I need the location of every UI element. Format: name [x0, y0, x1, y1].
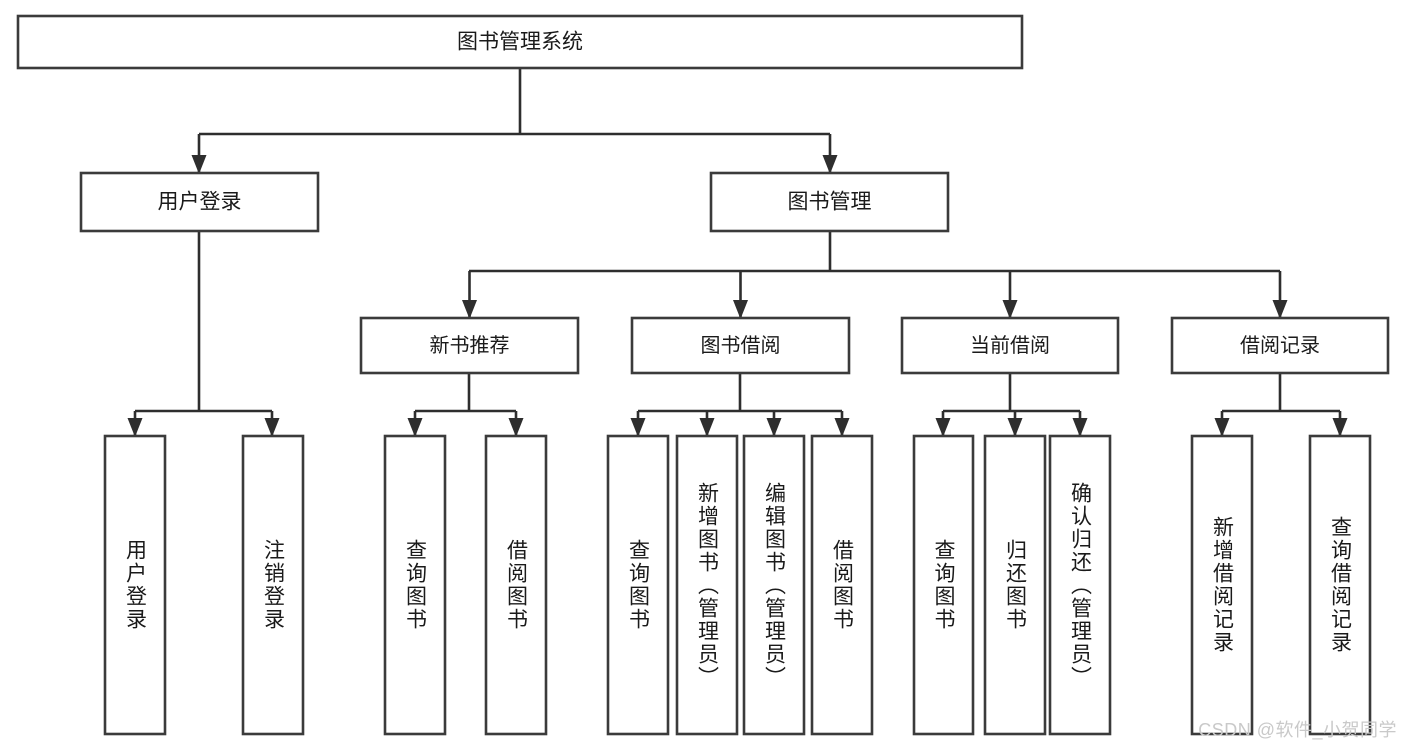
- node-box-leaf-confirm-return-admin: [1048, 434, 1112, 736]
- node-root[interactable]: 图书管理系统: [16, 14, 1024, 70]
- node-user-login[interactable]: 用户登录: [79, 171, 320, 233]
- connector-arrowhead: [1272, 300, 1288, 319]
- node-label-wrap-leaf-query-book-3: 查询图书: [932, 539, 955, 631]
- node-box-leaf-borrow-book-1: [484, 434, 548, 736]
- node-label-wrap-leaf-add-borrow-record: 新增借阅记录: [1210, 516, 1234, 654]
- node-label-wrap-leaf-query-book-1: 查询图书: [403, 539, 427, 631]
- node-current-borrow[interactable]: 当前借阅: [900, 316, 1120, 375]
- node-leaf-borrow-book-1[interactable]: 借阅图书: [484, 434, 548, 736]
- node-leaf-query-borrow-record[interactable]: 查询借阅记录: [1308, 434, 1372, 736]
- connector-arrowhead: [630, 418, 646, 437]
- node-label-leaf-return-book: 归还图书: [1003, 539, 1027, 631]
- node-book-manage[interactable]: 图书管理: [709, 171, 950, 233]
- node-label-wrap-leaf-confirm-return-admin: 确认归还（管理员）: [1068, 481, 1092, 689]
- node-label-leaf-borrow-book-2: 借阅图书: [830, 539, 854, 631]
- node-label-root: 图书管理系统: [457, 31, 583, 54]
- node-borrow-record[interactable]: 借阅记录: [1170, 316, 1390, 375]
- node-label-leaf-confirm-return-admin: 确认归还（管理员）: [1068, 481, 1092, 689]
- watermark-text: CSDN @软件_小贺同学: [1198, 720, 1397, 740]
- connector-arrowhead: [191, 155, 207, 174]
- node-leaf-confirm-return-admin[interactable]: 确认归还（管理员）: [1048, 434, 1112, 736]
- connector-arrowhead: [1002, 300, 1018, 319]
- node-box-user-login: [79, 171, 320, 233]
- node-leaf-return-book[interactable]: 归还图书: [983, 434, 1047, 736]
- node-box-new-book-recommend: [359, 316, 580, 375]
- node-box-root: [16, 14, 1024, 70]
- connector-arrowhead: [1214, 418, 1230, 437]
- node-label-wrap-leaf-query-book-2: 查询图书: [626, 539, 650, 631]
- connector-arrowhead: [1072, 418, 1088, 437]
- node-label-book-borrow: 图书借阅: [701, 334, 781, 357]
- connector-arrowhead: [264, 418, 280, 437]
- node-label-leaf-query-book-2: 查询图书: [626, 539, 650, 631]
- connector-arrowhead: [462, 300, 477, 319]
- node-box-borrow-record: [1170, 316, 1390, 375]
- node-label-user-login: 用户登录: [158, 191, 242, 214]
- node-book-borrow[interactable]: 图书借阅: [630, 316, 851, 375]
- node-box-leaf-query-book-1: [383, 434, 447, 736]
- node-label-wrap-leaf-borrow-book-2: 借阅图书: [830, 539, 854, 631]
- node-box-leaf-return-book: [983, 434, 1047, 736]
- node-label-leaf-query-book-1: 查询图书: [403, 539, 427, 631]
- node-leaf-borrow-book-2[interactable]: 借阅图书: [810, 434, 874, 736]
- connector-arrowhead: [407, 418, 423, 437]
- node-label-leaf-borrow-book-1: 借阅图书: [504, 539, 528, 631]
- node-box-leaf-borrow-book-2: [810, 434, 874, 736]
- node-box-leaf-user-login: [103, 434, 167, 736]
- node-box-leaf-query-book-3: [912, 434, 975, 736]
- node-label-leaf-query-book-3: 查询图书: [932, 539, 955, 631]
- node-box-current-borrow: [900, 316, 1120, 375]
- node-label-leaf-user-login: 用户登录: [123, 539, 147, 631]
- node-leaf-logout-login[interactable]: 注销登录: [241, 434, 305, 736]
- node-label-current-borrow: 当前借阅: [970, 334, 1050, 357]
- node-box-book-manage: [709, 171, 950, 233]
- node-box-leaf-logout-login: [241, 434, 305, 736]
- node-leaf-query-book-2[interactable]: 查询图书: [606, 434, 670, 736]
- node-label-borrow-record: 借阅记录: [1240, 334, 1320, 357]
- node-box-leaf-query-book-2: [606, 434, 670, 736]
- node-box-leaf-add-book-admin: [675, 434, 739, 736]
- node-box-leaf-edit-book-admin: [742, 434, 806, 736]
- connector-arrowhead: [1332, 418, 1348, 437]
- node-leaf-query-book-1[interactable]: 查询图书: [383, 434, 447, 736]
- connector-arrowhead: [1007, 418, 1023, 437]
- node-leaf-edit-book-admin[interactable]: 编辑图书（管理员）: [742, 434, 806, 736]
- node-leaf-query-book-3[interactable]: 查询图书: [912, 434, 975, 736]
- connector-arrowhead: [766, 418, 782, 437]
- node-leaf-add-book-admin[interactable]: 新增图书（管理员）: [675, 434, 739, 736]
- connector-arrowhead: [935, 418, 951, 437]
- node-label-leaf-add-book-admin: 新增图书（管理员）: [695, 481, 719, 689]
- node-label-leaf-logout-login: 注销登录: [261, 539, 285, 631]
- node-label-leaf-query-borrow-record: 查询借阅记录: [1328, 516, 1352, 654]
- node-label-wrap-leaf-return-book: 归还图书: [1003, 539, 1027, 631]
- node-label-wrap-leaf-user-login: 用户登录: [123, 539, 147, 631]
- connector-arrowhead: [508, 418, 524, 437]
- node-layer: 图书管理系统用户登录图书管理新书推荐图书借阅当前借阅借阅记录用户登录注销登录查询…: [16, 14, 1390, 736]
- node-label-new-book-recommend: 新书推荐: [430, 334, 510, 357]
- node-box-book-borrow: [630, 316, 851, 375]
- connector-arrowhead: [733, 300, 748, 319]
- node-new-book-recommend[interactable]: 新书推荐: [359, 316, 580, 375]
- node-box-leaf-add-borrow-record: [1190, 434, 1254, 736]
- node-label-book-manage: 图书管理: [788, 191, 872, 214]
- connector-arrowhead: [834, 418, 850, 437]
- connector-arrowhead: [127, 418, 143, 437]
- connector-arrowhead: [822, 155, 838, 174]
- connector-arrowhead: [699, 418, 715, 437]
- node-label-leaf-edit-book-admin: 编辑图书（管理员）: [762, 481, 786, 689]
- node-label-wrap-leaf-borrow-book-1: 借阅图书: [504, 539, 528, 631]
- node-label-wrap-leaf-add-book-admin: 新增图书（管理员）: [695, 481, 719, 689]
- node-label-leaf-add-borrow-record: 新增借阅记录: [1210, 516, 1234, 654]
- node-leaf-user-login[interactable]: 用户登录: [103, 434, 167, 736]
- node-label-wrap-leaf-logout-login: 注销登录: [261, 539, 285, 631]
- node-box-leaf-query-borrow-record: [1308, 434, 1372, 736]
- node-label-wrap-leaf-edit-book-admin: 编辑图书（管理员）: [762, 481, 786, 689]
- node-leaf-add-borrow-record[interactable]: 新增借阅记录: [1190, 434, 1254, 736]
- connector-layer: [127, 68, 1348, 437]
- node-label-wrap-leaf-query-borrow-record: 查询借阅记录: [1328, 516, 1352, 654]
